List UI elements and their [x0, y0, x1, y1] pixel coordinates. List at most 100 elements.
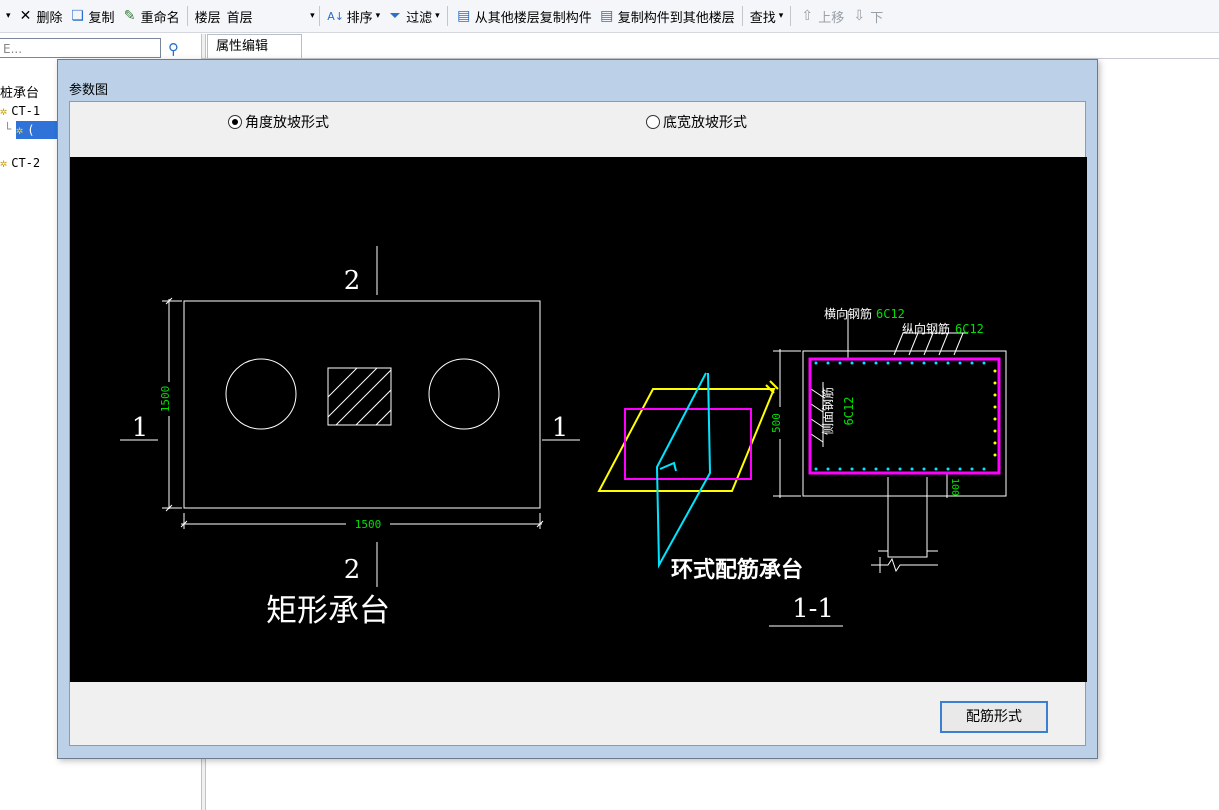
- radio-unchecked-icon: [646, 115, 660, 129]
- parameter-dialog: 参数图 角度放坡形式 底宽放坡形式: [57, 59, 1098, 759]
- dialog-body: 角度放坡形式 底宽放坡形式: [69, 101, 1087, 746]
- move-up-button[interactable]: ⇧ 上移: [795, 4, 847, 28]
- rebar-dot: [850, 361, 854, 365]
- tree-item-ct2[interactable]: ✲ CT-2: [0, 156, 41, 170]
- toolbar-separator: [741, 6, 743, 26]
- yellow-ring-rebar: [597, 388, 776, 492]
- rebar-dot: [862, 361, 866, 365]
- toolbar-separator: [446, 6, 448, 26]
- rebar-dot: [922, 361, 926, 365]
- tree-item-ct1[interactable]: ✲ CT-1: [0, 104, 41, 118]
- rebar-dot: [993, 441, 997, 445]
- copy-from-floor-button[interactable]: ▤ 从其他楼层复制构件: [452, 4, 595, 28]
- rebar-dot: [886, 467, 890, 471]
- copy-icon: ❏: [71, 8, 84, 24]
- tab-property-edit[interactable]: 属性编辑: [207, 34, 302, 58]
- rebar-form-button[interactable]: 配筋形式: [940, 701, 1048, 733]
- rebar-dot: [946, 467, 950, 471]
- pile-stub: [887, 477, 928, 558]
- rebar-dot: [993, 429, 997, 433]
- longitudinal-label: 纵向钢筋: [902, 321, 950, 336]
- delete-button[interactable]: ✕ 删除: [14, 4, 66, 28]
- rebar-dot: [958, 467, 962, 471]
- chevron-down-icon: ▾: [310, 11, 315, 21]
- gear-icon: ✲: [0, 156, 8, 170]
- copy-button[interactable]: ❏ 复制: [66, 4, 118, 28]
- cyan-rebar: [655, 372, 712, 569]
- sort-icon: A↓: [327, 9, 344, 23]
- radio-width-slope[interactable]: 底宽放坡形式: [646, 112, 747, 132]
- rename-button[interactable]: ✎ 重命名: [118, 4, 183, 28]
- dim-cover-label: 100: [949, 478, 960, 496]
- radio-angle-slope[interactable]: 角度放坡形式: [228, 112, 329, 132]
- floor-label: 楼层: [194, 10, 221, 26]
- rebar-dot: [898, 361, 902, 365]
- copy-to-floor-button[interactable]: ▤ 复制构件到其他楼层: [595, 4, 738, 28]
- rebar-dot: [826, 467, 830, 471]
- rebar-dot: [934, 361, 938, 365]
- section-mark-top: 2: [344, 266, 361, 296]
- rebar-dot: [838, 467, 842, 471]
- tree-item-selected[interactable]: ✲ (: [16, 121, 60, 139]
- pile-circle-left: [225, 358, 297, 430]
- rebar-dot: [814, 361, 818, 365]
- copy-from-floor-icon: ▤: [457, 8, 471, 24]
- toolbar-separator: [318, 6, 320, 26]
- rebar-dot: [814, 467, 818, 471]
- parameter-drawing-canvas: 1500 1500 2 2 1 1 矩形承台: [70, 157, 1087, 682]
- toolbar-separator: [186, 6, 188, 26]
- dropdown-caret[interactable]: ▾: [6, 11, 11, 21]
- rebar-dot: [993, 417, 997, 421]
- copy-to-floor-icon: ▤: [600, 8, 614, 24]
- dim-depth-label: 500: [770, 413, 783, 433]
- rebar-dot: [862, 467, 866, 471]
- rebar-dot: [993, 381, 997, 385]
- rebar-dot: [922, 467, 926, 471]
- dialog-title: 参数图: [69, 83, 109, 98]
- rebar-dot: [874, 467, 878, 471]
- rebar-dot: [970, 361, 974, 365]
- magenta-ring-rebar: [624, 408, 752, 480]
- main-toolbar: ▾ ✕ 删除 ❏ 复制 ✎ 重命名 楼层 首层 ▾ A↓ 排序▾ ⏷ 过滤▾ ▤…: [0, 0, 1219, 33]
- gear-icon: ✲: [16, 123, 24, 137]
- side-label: 侧面钢筋: [820, 387, 835, 435]
- section-title: 1-1: [792, 594, 834, 624]
- rebar-dot: [958, 361, 962, 365]
- rebar-dot: [993, 405, 997, 409]
- transverse-label: 横向钢筋: [824, 306, 872, 321]
- cap-outline: [183, 300, 541, 509]
- sort-button[interactable]: A↓ 排序▾: [324, 4, 384, 28]
- rebar-dot: [934, 467, 938, 471]
- search-input[interactable]: E...: [0, 38, 161, 58]
- filter-icon: ⏷: [389, 8, 401, 24]
- dim-height-label: 1500: [159, 386, 172, 413]
- rebar-dot: [898, 467, 902, 471]
- divider: [201, 58, 1219, 59]
- rebar-dot: [838, 361, 842, 365]
- rebar-dot: [826, 361, 830, 365]
- search-icon[interactable]: ⚲: [168, 40, 179, 58]
- section-ring-rebar: [808, 357, 1001, 475]
- section-mark-right: 1: [552, 413, 569, 443]
- hatch-lines: [327, 367, 392, 426]
- longitudinal-value: 6C12: [955, 322, 984, 336]
- floor-select[interactable]: 首层 ▾: [226, 10, 315, 26]
- rebar-dot: [970, 467, 974, 471]
- rebar-dot: [993, 369, 997, 373]
- filter-button[interactable]: ⏷ 过滤▾: [383, 4, 443, 28]
- rebar-dot: [910, 467, 914, 471]
- gear-icon: ✲: [0, 104, 8, 118]
- rebar-dot: [946, 361, 950, 365]
- arrow-up-icon: ⇧: [801, 8, 814, 24]
- side-value: 6C12: [842, 397, 856, 426]
- section-outline: [802, 350, 1007, 497]
- tree-root-label[interactable]: 桩承台: [0, 86, 40, 101]
- rebar-dot: [886, 361, 890, 365]
- rebar-dot: [982, 361, 986, 365]
- find-button[interactable]: 查找▾: [749, 10, 784, 26]
- cad-drawing: 1500 1500 2 2 1 1 矩形承台: [120, 246, 1007, 629]
- rebar-dot: [850, 467, 854, 471]
- transverse-value: 6C12: [876, 307, 905, 321]
- move-down-button[interactable]: ⇩ 下: [847, 4, 886, 28]
- rename-icon: ✎: [123, 8, 136, 24]
